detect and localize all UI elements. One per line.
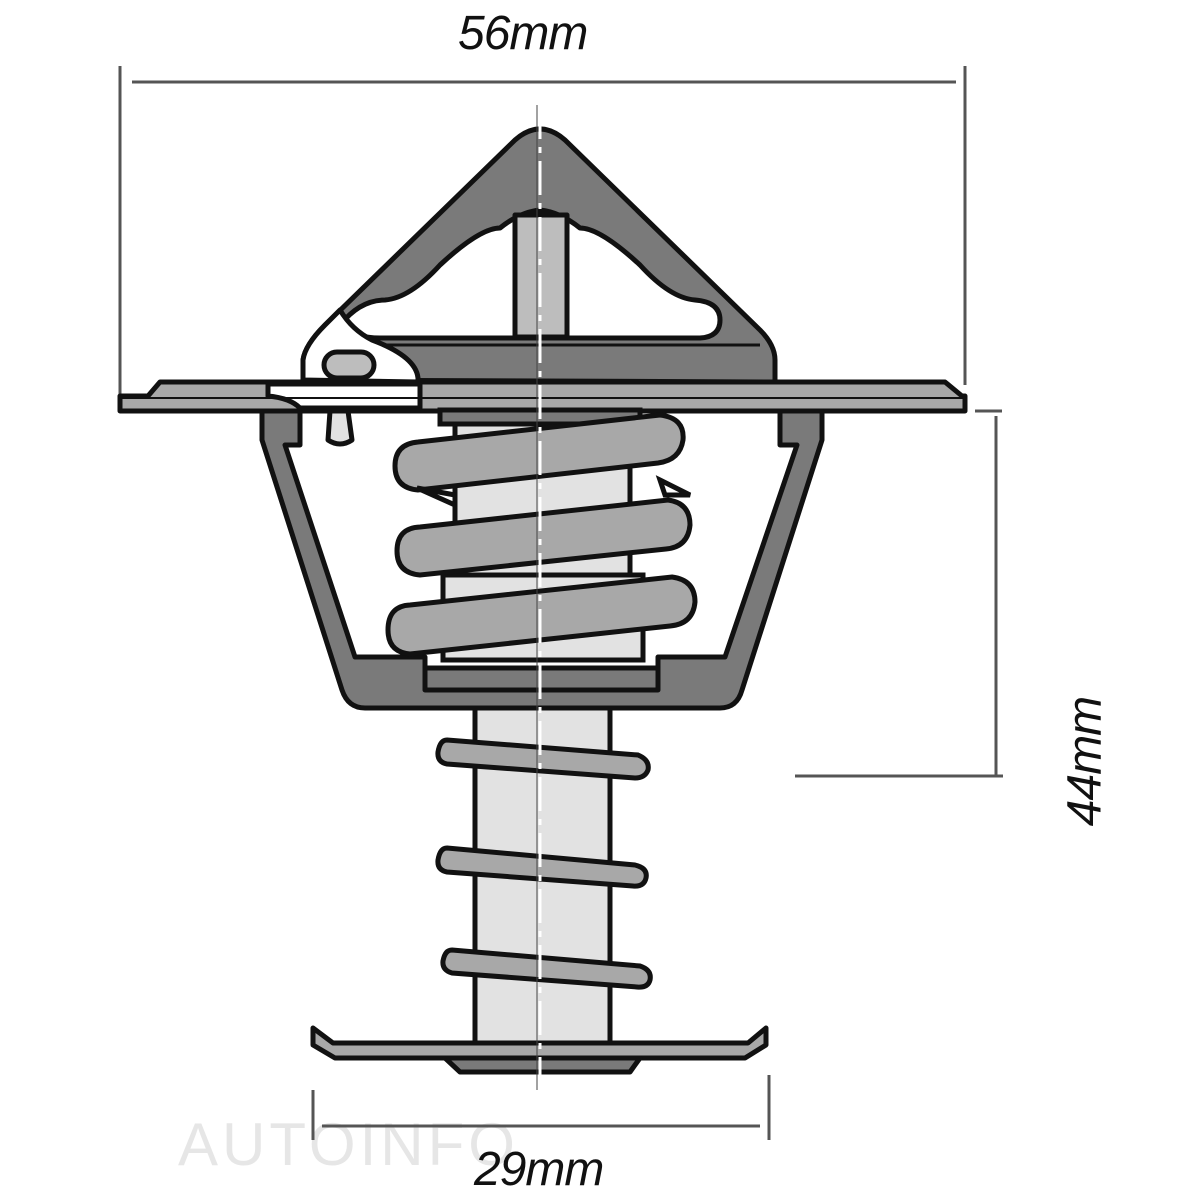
flange (117, 379, 968, 414)
dimension-lines (118, 66, 1003, 1140)
height-label: 44mm (1058, 696, 1112, 827)
overall-width-label: 56mm (458, 7, 588, 60)
base-width-label: 29mm (474, 1143, 604, 1196)
small-coil-1 (435, 737, 651, 781)
flange-notch (265, 381, 423, 411)
rivet-head (321, 349, 377, 381)
rivet-shank (325, 408, 355, 447)
small-coil-3 (440, 947, 653, 990)
flange-plate (117, 379, 968, 414)
spring-coil-2 (394, 497, 693, 578)
small-spring (435, 737, 653, 990)
center-line (536, 105, 542, 1090)
bottom-cap (442, 1055, 643, 1075)
small-coil-2 (435, 845, 649, 889)
watermark: AUTOINFO (178, 1111, 519, 1178)
